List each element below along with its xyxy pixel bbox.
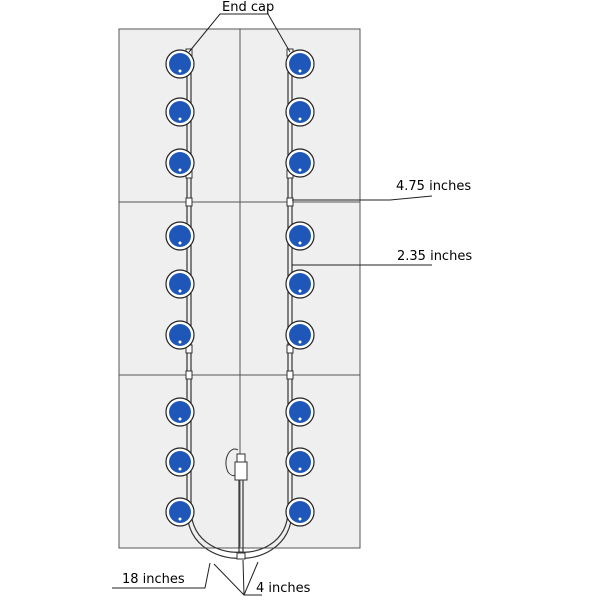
emitter — [165, 97, 195, 127]
coupler — [286, 197, 294, 207]
spacing-235-label: 2.35 inches — [397, 249, 472, 264]
inlet-fitting-cap — [236, 453, 246, 463]
inlet-fitting — [234, 461, 248, 481]
inlet-connector — [225, 448, 248, 560]
coupler — [185, 197, 193, 207]
len-4-leader — [242, 559, 245, 596]
len-18-leader — [112, 562, 211, 589]
leader-lines — [112, 13, 433, 596]
coupler — [286, 370, 294, 380]
coupler — [185, 370, 193, 380]
emitter — [285, 320, 315, 350]
len-4-label: 4 inches — [256, 581, 311, 596]
emitter — [285, 447, 315, 477]
emitter — [285, 49, 315, 79]
couplers — [185, 48, 294, 380]
emitter — [165, 497, 195, 527]
emitter — [285, 97, 315, 127]
emitter — [285, 269, 315, 299]
emitter — [165, 49, 195, 79]
tee-joint — [236, 552, 246, 560]
emitter — [285, 148, 315, 178]
emitter — [165, 320, 195, 350]
emitters — [165, 49, 315, 527]
emitter — [165, 447, 195, 477]
emitter — [285, 397, 315, 427]
end-cap-label: End cap — [222, 0, 274, 15]
spacing-475-leader — [292, 195, 433, 201]
emitter — [165, 221, 195, 251]
emitter — [285, 497, 315, 527]
end-cap-leader — [188, 13, 291, 53]
spacing-475-label: 4.75 inches — [396, 179, 471, 194]
emitter — [165, 269, 195, 299]
len-4-leader — [243, 561, 259, 596]
len-18-label: 18 inches — [122, 572, 185, 587]
emitter — [285, 221, 315, 251]
emitter — [165, 148, 195, 178]
emitter — [165, 397, 195, 427]
tube-loop — [190, 509, 289, 553]
